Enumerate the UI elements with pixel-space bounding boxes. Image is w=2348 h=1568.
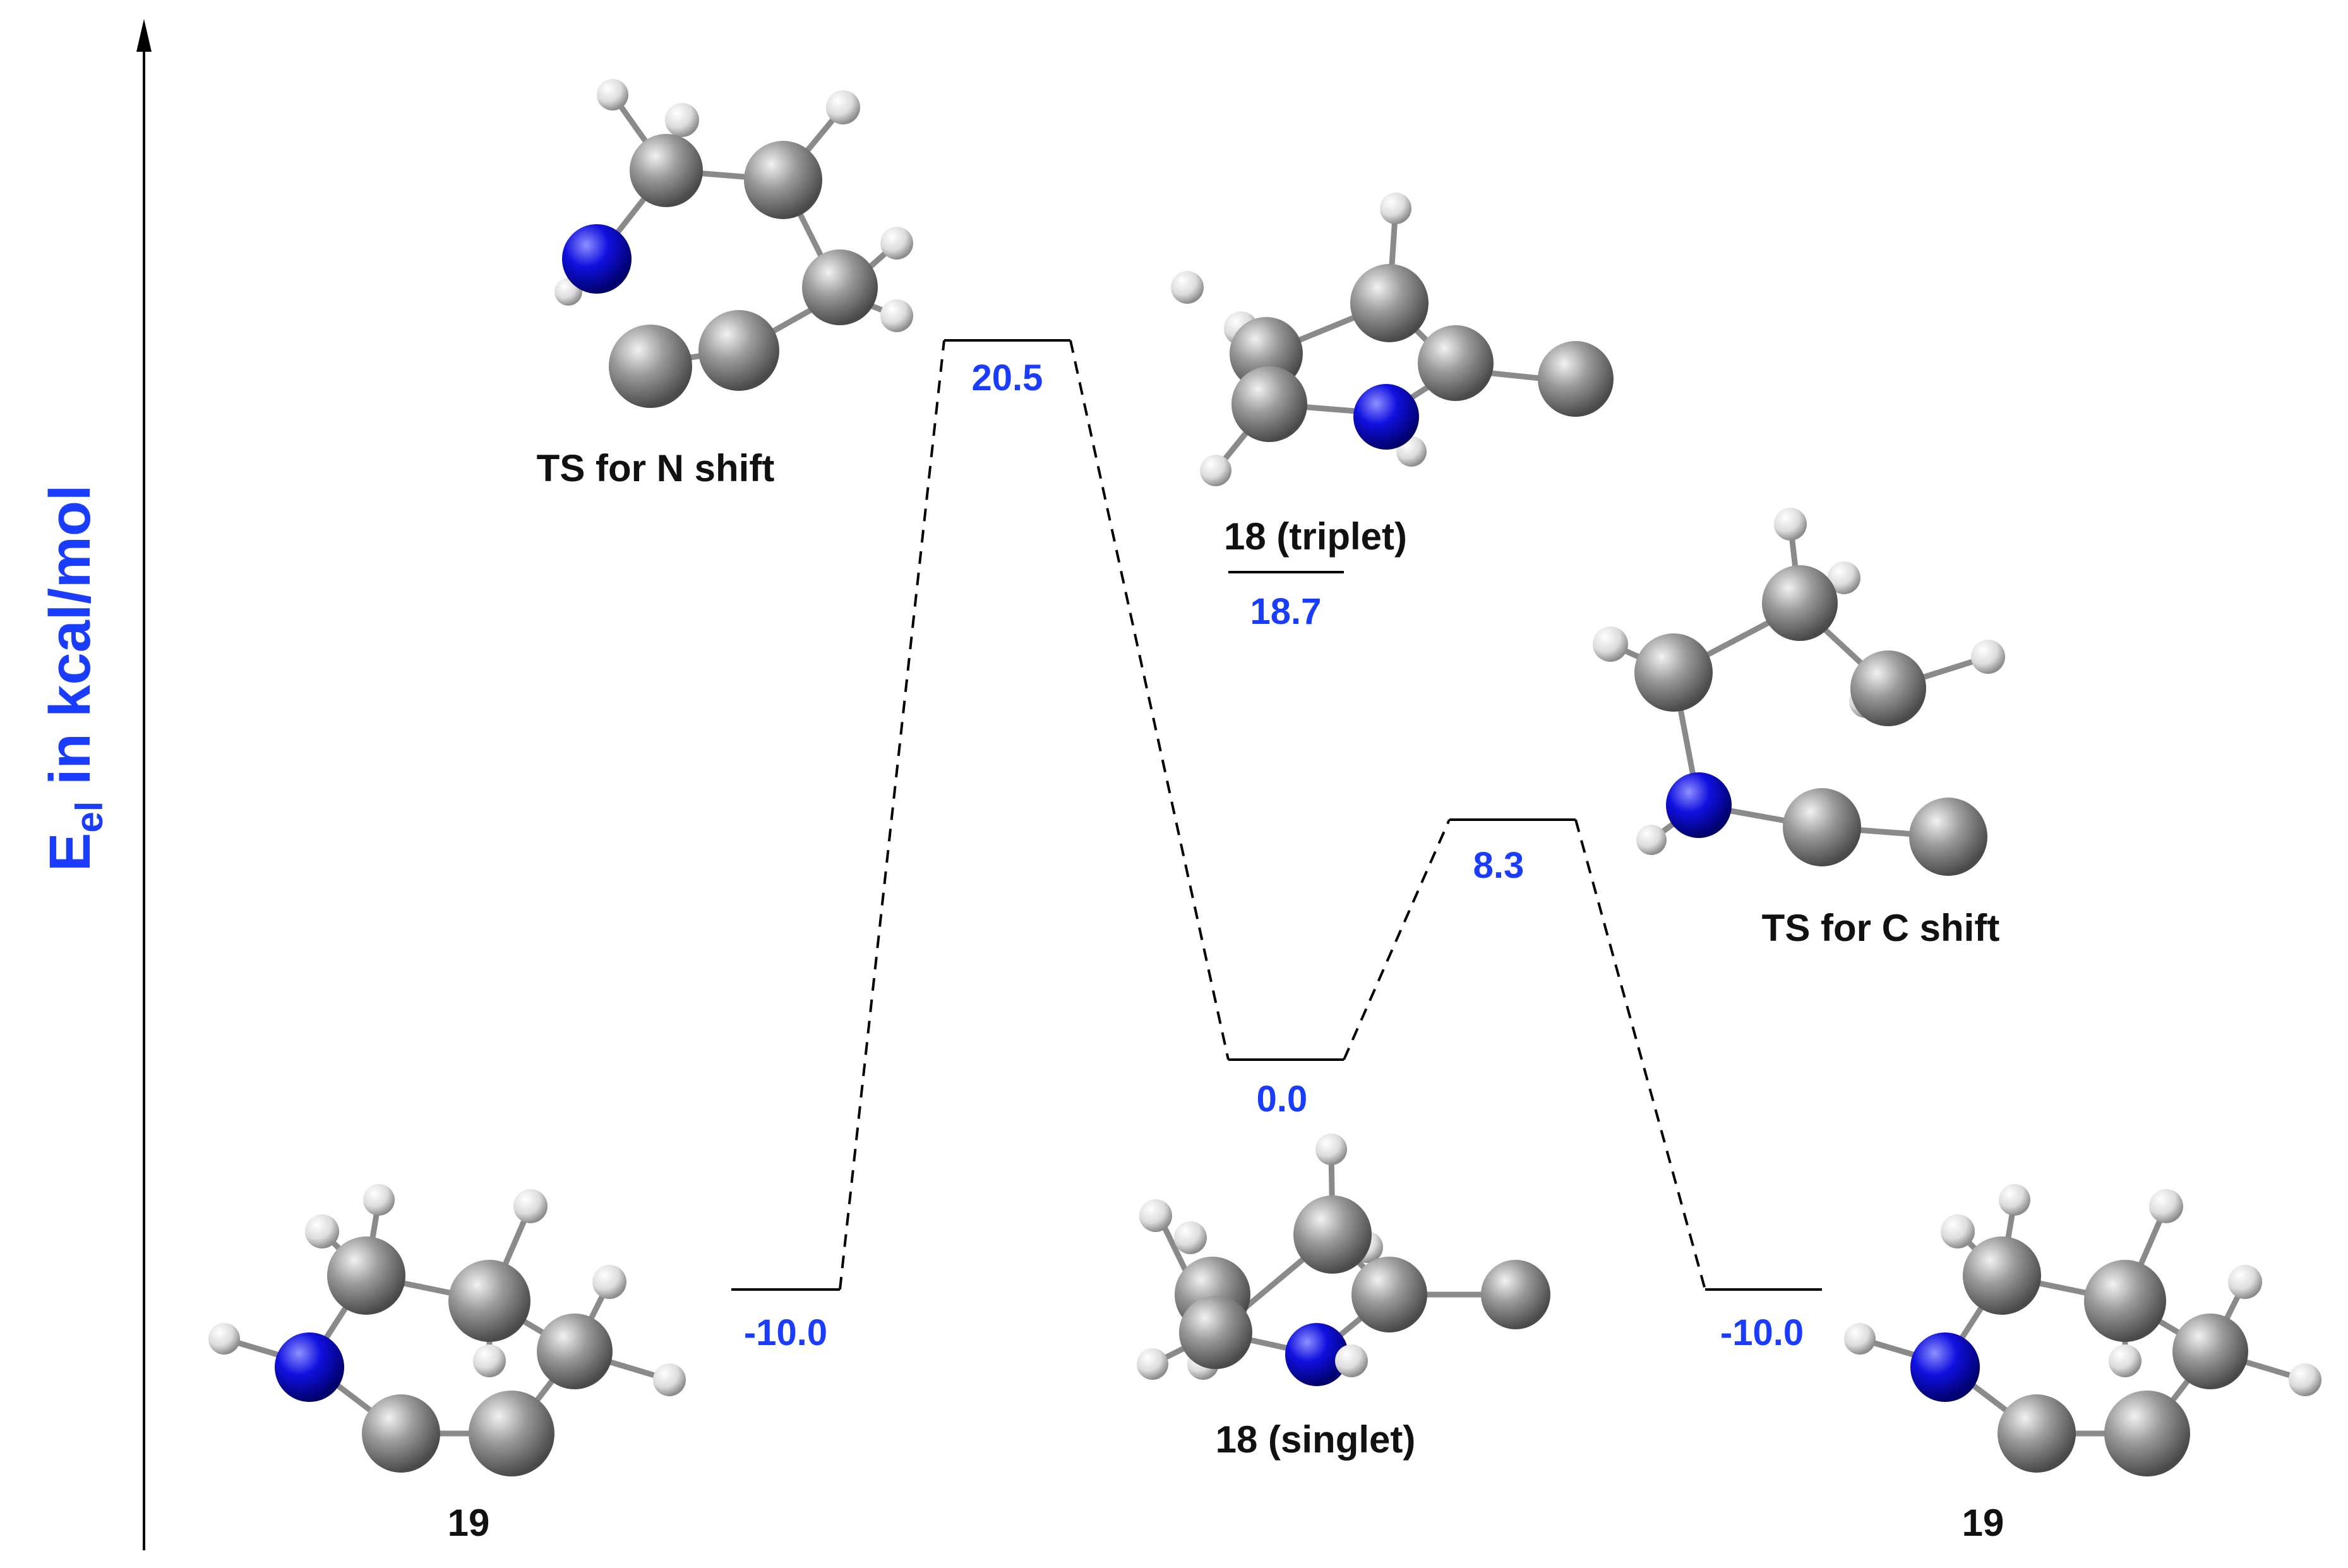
molecule-19-left (223, 1199, 671, 1437)
nitrogen-atom (1910, 1332, 1980, 1402)
nitrogen-atom (275, 1332, 344, 1402)
y-axis-title-rest: in kcal/mol (38, 485, 102, 801)
energy-levels (731, 339, 1822, 1291)
nitrogen-atom (1285, 1323, 1348, 1386)
connector-ts-c-to-19 (1574, 819, 1706, 1290)
connector-19-to-ts-n (839, 340, 945, 1290)
label-right-19: 19 (1962, 1502, 2004, 1544)
level-value-left-19: -10.0 (744, 1312, 827, 1353)
label-left-19: 19 (448, 1502, 490, 1544)
nitrogen-atom (1666, 772, 1732, 838)
atoms-triplet-18 (1171, 193, 1614, 486)
atoms-ts-c-shift (1593, 508, 2005, 876)
connector-singlet-to-ts-c (1343, 819, 1451, 1060)
y-axis-arrowhead (136, 19, 152, 52)
level-value-ts-n-shift: 20.5 (972, 357, 1043, 398)
label-singlet-18: 18 (singlet) (1216, 1418, 1416, 1461)
atoms-singlet-18 (1137, 1134, 1550, 1386)
level-value-singlet-18: 0.0 (1257, 1079, 1308, 1120)
molecule-19-right (1859, 1199, 2306, 1437)
level-value-triplet-18: 18.7 (1250, 591, 1322, 632)
nitrogen-atom (562, 224, 632, 294)
label-ts-c-shift: TS for C shift (1762, 907, 2000, 949)
reaction-path-connectors (839, 340, 1706, 1290)
atoms-19-right (1844, 1184, 2321, 1476)
label-ts-n-shift: TS for N shift (537, 447, 775, 489)
connector-ts-n-to-singlet (1069, 340, 1230, 1060)
y-axis-title-sub: el (68, 801, 111, 833)
level-value-ts-c-shift: 8.3 (1473, 845, 1524, 886)
label-triplet-18: 18 (triplet) (1224, 515, 1407, 558)
y-axis-title-main: E (38, 833, 102, 871)
nitrogen-atom (1353, 384, 1419, 450)
atoms-ts-n-shift (554, 79, 913, 408)
level-value-right-19: -10.0 (1720, 1312, 1804, 1353)
atoms-19-left (208, 1184, 686, 1476)
y-axis-title: Eel in kcal/mol (38, 485, 111, 871)
